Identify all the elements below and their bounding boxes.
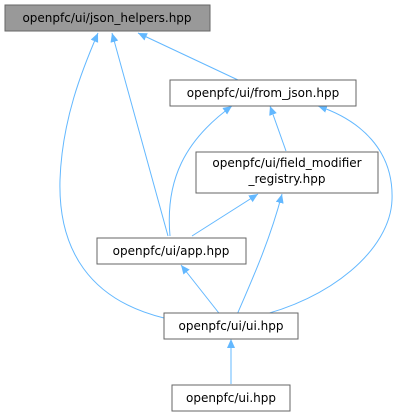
node-from-json[interactable]: openpfc/ui/from_json.hpp [169,79,357,107]
edges-layer [59,32,393,384]
node-json-helpers[interactable]: openpfc/ui/json_helpers.hpp [4,4,211,32]
edge-ui-ui-to-json-helpers [59,32,165,319]
node-ui[interactable]: openpfc/ui.hpp [171,384,291,412]
edge-app-to-from-json [168,105,233,237]
node-ui-box [171,384,291,412]
node-field-modifier-registry[interactable]: openpfc/ui/field_modifier _registry.hpp [195,151,379,194]
node-app-label: openpfc/ui/app.hpp [113,244,230,258]
node-field-modifier-registry-box [195,151,379,194]
node-from-json-label: openpfc/ui/from_json.hpp [187,86,340,100]
node-ui-ui[interactable]: openpfc/ui/ui.hpp [163,312,299,340]
nodes-layer: openpfc/ui/json_helpers.hpp openpfc/ui/f… [4,4,379,412]
node-ui-label: openpfc/ui.hpp [186,391,276,405]
edge-app-to-json-helpers [110,32,169,237]
edge-ui-ui-to-from-json [253,105,393,318]
node-json-helpers-box [4,4,211,32]
edge-field-modifier-registry-to-from-json [269,105,287,152]
edge-from-json-to-json-helpers [137,32,239,81]
node-app[interactable]: openpfc/ui/app.hpp [96,237,247,265]
edge-ui-ui-to-field-modifier-registry [235,193,284,318]
edge-ui-ui-to-app [180,264,223,318]
node-from-json-box [169,79,357,107]
node-ui-ui-label: openpfc/ui/ui.hpp [178,319,283,333]
node-field-modifier-registry-label-line2: _registry.hpp [248,172,326,186]
node-ui-ui-box [163,312,299,340]
node-field-modifier-registry-label-line1: openpfc/ui/field_modifier [212,156,361,170]
edge-app-to-field-modifier-registry [191,193,259,237]
node-app-box [96,237,247,265]
node-json-helpers-label: openpfc/ui/json_helpers.hpp [22,11,191,25]
